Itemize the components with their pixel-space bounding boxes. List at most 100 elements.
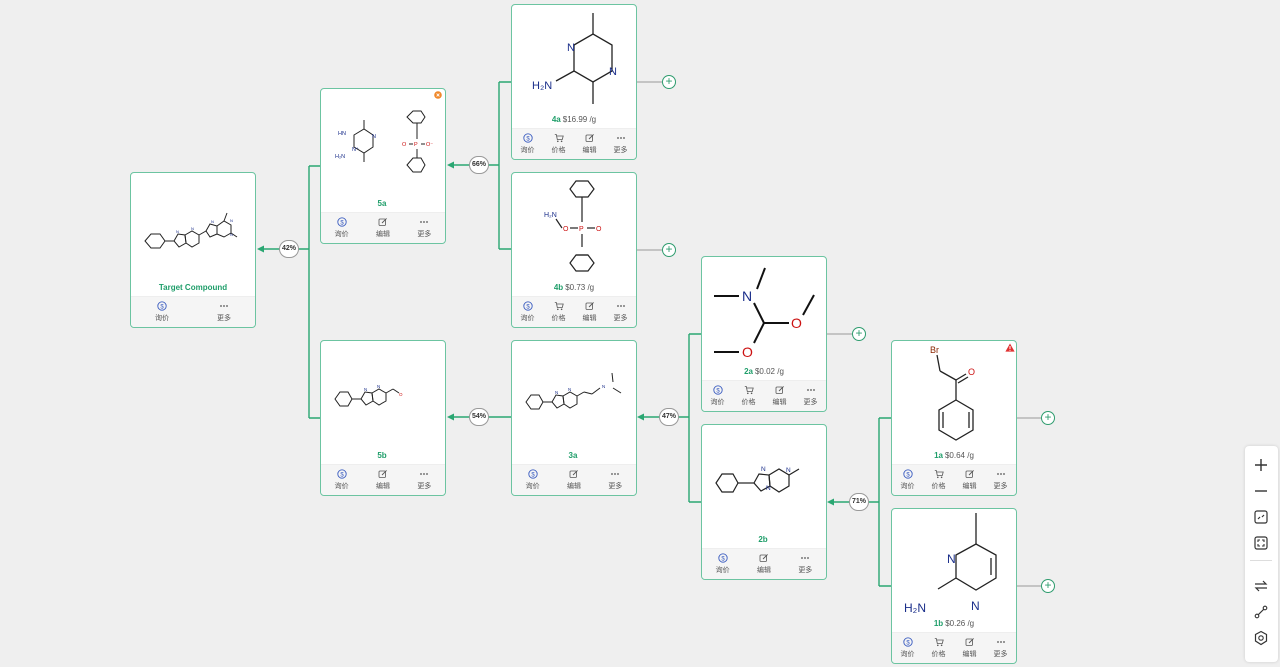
expand-2a-button[interactable]: + — [852, 327, 866, 341]
edit-button[interactable]: 编辑 — [757, 553, 771, 575]
node-4b[interactable]: P O O H₂N 4b$0.73 /g $询价 价格 编辑 更多 — [511, 172, 637, 328]
edit-icon — [775, 386, 784, 394]
inquiry-button[interactable]: $询价 — [711, 385, 725, 407]
edit-icon — [378, 218, 387, 226]
more-button[interactable]: 更多 — [614, 133, 628, 155]
node-label: 5a — [377, 199, 387, 208]
expand-4b-button[interactable]: + — [662, 243, 676, 257]
zoom-in-button[interactable] — [1252, 456, 1270, 474]
settings-button[interactable] — [1252, 629, 1270, 647]
fullscreen-icon — [1254, 536, 1268, 550]
yield-badge-2b[interactable]: 71% — [849, 493, 869, 511]
node-1a[interactable]: Br O 1a$0.64 /g $询价 价格 编辑 更多 — [891, 340, 1017, 496]
more-icon — [420, 221, 429, 223]
edit-icon — [378, 470, 387, 478]
node-target-compound[interactable]: N N N N N Target Compound $询价 更多 — [130, 172, 256, 328]
svg-text:N: N — [947, 552, 956, 566]
more-button[interactable]: 更多 — [417, 217, 431, 239]
molecule-structure: N N H₂N — [532, 13, 617, 104]
more-button[interactable]: 更多 — [994, 637, 1008, 659]
yield-badge-5b[interactable]: 54% — [469, 408, 489, 426]
svg-text:$: $ — [340, 220, 344, 226]
toolbar-divider — [1250, 560, 1272, 561]
more-button[interactable]: 更多 — [994, 469, 1008, 491]
swap-layout-button[interactable] — [1252, 577, 1270, 595]
node-4a[interactable]: N N H₂N 4a$16.99 /g $询价 价格 编辑 更多 — [511, 4, 637, 160]
svg-text:$: $ — [716, 388, 720, 394]
edit-icon — [965, 470, 974, 478]
cart-icon — [744, 386, 754, 395]
expand-4a-button[interactable]: + — [662, 75, 676, 89]
price-button[interactable]: 价格 — [932, 637, 946, 659]
node-1b[interactable]: N N H₂N 1b$0.26 /g $询价 价格 编辑 更多 — [891, 508, 1017, 664]
edit-button[interactable]: 编辑 — [376, 469, 390, 491]
node-2a[interactable]: N O O 2a$0.02 /g $询价 价格 编辑 更多 — [701, 256, 827, 412]
fullscreen-button[interactable] — [1252, 534, 1270, 552]
molecule-structure: N N O — [334, 384, 403, 407]
inquiry-button[interactable]: $询价 — [335, 217, 349, 239]
edit-button[interactable]: 编辑 — [376, 217, 390, 239]
more-button[interactable]: 更多 — [804, 385, 818, 407]
svg-text:O: O — [399, 392, 403, 397]
more-button[interactable]: 更多 — [217, 301, 231, 323]
svg-text:N: N — [761, 466, 766, 473]
svg-text:N: N — [568, 387, 571, 392]
zoom-out-button[interactable] — [1252, 482, 1270, 500]
node-2b[interactable]: N N N 2b $询价 编辑 更多 — [701, 424, 827, 580]
node-label: 4b$0.73 /g — [553, 283, 595, 292]
molecule-structure: N N N N N — [144, 212, 238, 249]
price-button[interactable]: 价格 — [742, 385, 756, 407]
edit-button[interactable]: 编辑 — [583, 133, 597, 155]
canvas-toolbar — [1245, 446, 1278, 662]
price-button[interactable]: 价格 — [552, 301, 566, 323]
molecule-structure: N N N — [715, 466, 800, 493]
more-button[interactable]: 更多 — [798, 553, 812, 575]
expand-1b-button[interactable]: + — [1041, 579, 1055, 593]
dollar-icon: $ — [157, 301, 167, 311]
node-5a[interactable]: HN H₂N N⁺ N P O O⁻ 5a $询价 编辑 更多 — [320, 88, 446, 244]
svg-text:P: P — [414, 142, 418, 148]
inquiry-button[interactable]: $询价 — [335, 469, 349, 491]
fit-screen-button[interactable] — [1252, 508, 1270, 526]
more-button[interactable]: 更多 — [417, 469, 431, 491]
svg-text:H₂N: H₂N — [904, 601, 926, 615]
expand-1a-button[interactable]: + — [1041, 411, 1055, 425]
svg-text:N: N — [191, 226, 194, 231]
svg-text:$: $ — [721, 556, 725, 562]
svg-text:HN: HN — [338, 131, 346, 137]
inquiry-button[interactable]: $询价 — [521, 301, 535, 323]
price-button[interactable]: 价格 — [932, 469, 946, 491]
edit-button[interactable]: 编辑 — [963, 637, 977, 659]
node-label: Target Compound — [158, 283, 228, 292]
svg-text:$: $ — [160, 304, 164, 310]
more-icon — [996, 641, 1005, 643]
inquiry-button[interactable]: $询价 — [901, 469, 915, 491]
edit-button[interactable]: 编辑 — [963, 469, 977, 491]
molecule-structure: Br O — [930, 345, 975, 441]
warning-icon[interactable] — [1005, 343, 1015, 352]
edit-button[interactable]: 编辑 — [567, 469, 581, 491]
node-3a[interactable]: N N N 3a $询价 编辑 更多 — [511, 340, 637, 496]
price-button[interactable]: 价格 — [552, 133, 566, 155]
inquiry-button[interactable]: $询价 — [521, 133, 535, 155]
svg-text:N: N — [555, 390, 558, 395]
inquiry-button[interactable]: $询价 — [716, 553, 730, 575]
yield-badge-3a[interactable]: 47% — [659, 408, 679, 426]
svg-text:N: N — [786, 467, 791, 474]
route-view-button[interactable] — [1252, 603, 1270, 621]
svg-text:N: N — [230, 218, 233, 223]
more-button[interactable]: 更多 — [614, 301, 628, 323]
yield-badge-target[interactable]: 42% — [279, 240, 299, 258]
inquiry-button[interactable]: $询价 — [901, 637, 915, 659]
alert-icon[interactable] — [434, 91, 442, 99]
inquiry-button[interactable]: $询价 — [155, 301, 169, 323]
edit-button[interactable]: 编辑 — [583, 301, 597, 323]
yield-badge-5a[interactable]: 66% — [469, 156, 489, 174]
dollar-icon: $ — [712, 385, 723, 395]
svg-text:$: $ — [531, 472, 535, 478]
more-button[interactable]: 更多 — [608, 469, 622, 491]
node-5b[interactable]: N N O 5b $询价 编辑 更多 — [320, 340, 446, 496]
molecule-structure: N N N — [525, 372, 622, 410]
edit-button[interactable]: 编辑 — [773, 385, 787, 407]
inquiry-button[interactable]: $询价 — [526, 469, 540, 491]
